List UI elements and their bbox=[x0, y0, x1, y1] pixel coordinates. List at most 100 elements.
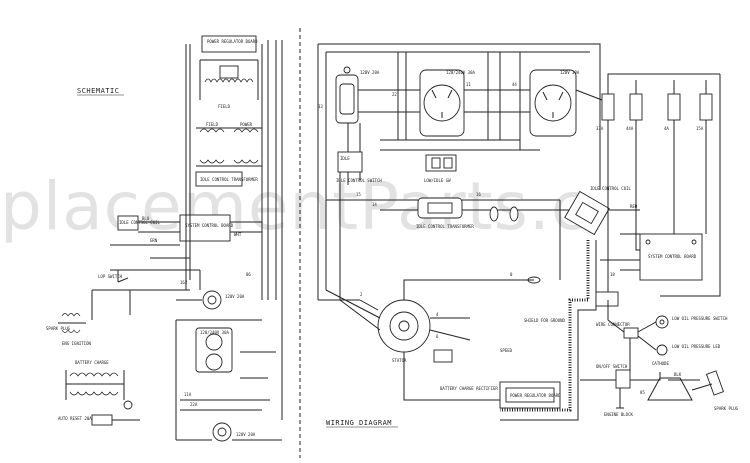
wiring-idle-control-coil: IDLE CONTROL COIL bbox=[564, 186, 632, 236]
svg-text:WIRE CONNECTOR: WIRE CONNECTOR bbox=[596, 322, 630, 327]
svg-text:120V 30A: 120V 30A bbox=[560, 70, 580, 75]
svg-text:0: 0 bbox=[510, 272, 513, 277]
schematic-engine-ignition: SPARK PLUG ENG IGNITION bbox=[46, 313, 91, 346]
svg-text:POWER: POWER bbox=[240, 122, 253, 127]
wiring-idle-transformer-tag bbox=[595, 291, 619, 307]
wiring-battery-charge-rectifier: BATTERY CHARGE RECTIFIER bbox=[433, 349, 498, 391]
wiring-outlet-120v-20a: 120V 20A bbox=[335, 66, 380, 124]
svg-text:POWER REGULATOR BOARD: POWER REGULATOR BOARD bbox=[207, 39, 258, 44]
svg-text:SPEED: SPEED bbox=[500, 348, 513, 353]
svg-text:4: 4 bbox=[436, 312, 439, 317]
svg-text:LOW OIL PRESSURE LED: LOW OIL PRESSURE LED bbox=[672, 344, 721, 349]
schematic-lop-switch: LOP SWITCH bbox=[98, 270, 129, 283]
svg-text:120V 20A: 120V 20A bbox=[236, 432, 256, 437]
svg-text:33A: 33A bbox=[596, 126, 604, 131]
wiring-diagram-section: WIRING DIAGRAM 120V 20A 120/240V 30A 120… bbox=[317, 43, 739, 428]
wire-number-labels: 33 22 11 44 33A 44A 4A 15A 15 14 16 RED … bbox=[142, 82, 704, 407]
schematic-power-windings: FIELD POWER bbox=[196, 122, 262, 167]
wiring-inline-connectors bbox=[489, 206, 541, 284]
wiring-system-control-board: SYSTEM CONTROL BOARD bbox=[639, 233, 703, 281]
wiring-idle-control-transformer: IDLE CONTROL TRANSFORMER bbox=[416, 197, 474, 229]
schematic-system-control-board bbox=[179, 214, 231, 242]
svg-text:4A: 4A bbox=[664, 126, 669, 131]
svg-text:AUTO RESET 20A: AUTO RESET 20A bbox=[58, 416, 92, 421]
wiring-stator: STATOR bbox=[377, 299, 431, 363]
svg-text:SHIELD FOR GROUND: SHIELD FOR GROUND bbox=[524, 318, 566, 323]
wiring-low-oil-pressure-led: LOW OIL PRESSURE LED CATHODE bbox=[652, 344, 721, 366]
svg-text:120V 20A: 120V 20A bbox=[225, 294, 245, 299]
svg-text:44A: 44A bbox=[626, 126, 634, 131]
svg-text:15: 15 bbox=[356, 192, 361, 197]
wiring-breakers bbox=[601, 73, 721, 190]
svg-text:16: 16 bbox=[476, 192, 481, 197]
schematic-outlet-120v-20a-2: 120V 20A bbox=[212, 422, 256, 442]
svg-text:WHT: WHT bbox=[234, 232, 242, 237]
svg-text:IDLE CONTROL SWITCH: IDLE CONTROL SWITCH bbox=[336, 178, 382, 183]
schematic-field-coil: FIELD bbox=[199, 59, 259, 109]
svg-text:IDLE CONTROL COIL: IDLE CONTROL COIL bbox=[590, 186, 632, 191]
wiring-spark-plug: SPARK PLUG bbox=[647, 370, 739, 411]
wiring-low-idle-switch: LOW/IDLE SW bbox=[424, 154, 457, 183]
svg-text:44: 44 bbox=[512, 82, 517, 87]
svg-text:11: 11 bbox=[466, 82, 471, 87]
schematic-battery-charge: BATTERY CHARGE bbox=[65, 360, 125, 400]
wiring-title: WIRING DIAGRAM bbox=[326, 419, 392, 427]
wiring-outlet-120v-30a: 120V 30A bbox=[529, 69, 580, 137]
wiring-power-regulator-board: POWER REGULATOR BOARD bbox=[499, 381, 561, 409]
svg-text:11A: 11A bbox=[184, 392, 192, 397]
schematic-outlet-120v-20a: 120V 20A bbox=[202, 290, 245, 310]
wiring-low-oil-pressure-switch: LOW OIL PRESSURE SWITCH bbox=[655, 315, 728, 329]
svg-text:FIELD: FIELD bbox=[206, 122, 219, 127]
svg-text:2: 2 bbox=[360, 292, 363, 297]
svg-text:ENGINE BLOCK: ENGINE BLOCK bbox=[604, 412, 633, 417]
wiring-idle-control-switch: IDLE IDLE CONTROL SWITCH bbox=[336, 151, 382, 183]
wiring-engine-block: ENGINE BLOCK bbox=[604, 388, 633, 417]
svg-text:BATTERY CHARGE: BATTERY CHARGE bbox=[75, 360, 109, 365]
svg-text:6: 6 bbox=[436, 334, 439, 339]
svg-text:85: 85 bbox=[640, 390, 645, 395]
svg-text:IDLE: IDLE bbox=[340, 156, 350, 161]
svg-text:BLK: BLK bbox=[674, 372, 682, 377]
svg-text:LOW OIL PRESSURE SWITCH: LOW OIL PRESSURE SWITCH bbox=[672, 316, 728, 321]
svg-text:POWER REGULATOR BOARD: POWER REGULATOR BOARD bbox=[510, 393, 561, 398]
svg-text:15A: 15A bbox=[696, 126, 704, 131]
svg-text:86: 86 bbox=[246, 272, 251, 277]
svg-text:IDLE CONTROL TRANSFORMER: IDLE CONTROL TRANSFORMER bbox=[416, 224, 474, 229]
schematic-idle-control-transformer bbox=[195, 171, 243, 187]
svg-text:SYSTEM CONTROL BOARD: SYSTEM CONTROL BOARD bbox=[648, 254, 697, 259]
svg-text:CATHODE: CATHODE bbox=[652, 361, 669, 366]
schematic-power-regulator-board bbox=[201, 35, 257, 53]
svg-text:LOW/IDLE SW: LOW/IDLE SW bbox=[424, 178, 451, 183]
svg-text:SPARK PLUG: SPARK PLUG bbox=[714, 406, 739, 411]
svg-text:STATOR: STATOR bbox=[392, 358, 407, 363]
schematic-title: SCHEMATIC bbox=[77, 87, 119, 95]
svg-text:IDLE CONTROL TRANSFORMER: IDLE CONTROL TRANSFORMER bbox=[200, 177, 258, 182]
svg-text:FIELD: FIELD bbox=[218, 104, 231, 109]
svg-text:120/240V 30A: 120/240V 30A bbox=[446, 70, 475, 75]
svg-text:162: 162 bbox=[180, 280, 188, 285]
svg-text:18: 18 bbox=[610, 272, 615, 277]
svg-text:33: 33 bbox=[318, 104, 323, 109]
svg-text:SPARK PLUG: SPARK PLUG bbox=[46, 326, 71, 331]
svg-text:22A: 22A bbox=[190, 402, 198, 407]
wiring-shielded-harness bbox=[500, 240, 590, 412]
svg-text:LOP SWITCH: LOP SWITCH bbox=[98, 274, 123, 279]
schematic-section: SCHEMATIC POWER REGULATOR BOARD FIELD FI… bbox=[46, 35, 283, 442]
svg-text:120/240V 30A: 120/240V 30A bbox=[200, 330, 229, 335]
svg-text:SYSTEM CONTROL BOARD: SYSTEM CONTROL BOARD bbox=[185, 223, 234, 228]
svg-text:22: 22 bbox=[392, 92, 397, 97]
schematic-outlet-120-240v-30a: 120/240V 30A bbox=[195, 327, 233, 373]
svg-text:14: 14 bbox=[372, 202, 377, 207]
schematic-idle-control-coil bbox=[117, 215, 139, 231]
svg-text:RED: RED bbox=[630, 204, 638, 209]
wiring-wire-connector: WIRE CONNECTOR bbox=[596, 322, 639, 339]
svg-text:BATTERY CHARGE RECTIFIER: BATTERY CHARGE RECTIFIER bbox=[440, 386, 498, 391]
svg-text:ENG IGNITION: ENG IGNITION bbox=[62, 341, 91, 346]
wiring-on-off-switch: ON/OFF SWITCH bbox=[596, 364, 631, 389]
svg-text:ON/OFF SWITCH: ON/OFF SWITCH bbox=[596, 364, 628, 369]
svg-text:GRN: GRN bbox=[150, 238, 158, 243]
svg-text:120V 20A: 120V 20A bbox=[360, 70, 380, 75]
schematic-auto-reset: AUTO RESET 20A bbox=[58, 400, 140, 426]
wiring-outlet-120-240v-30a: 120/240V 30A bbox=[419, 69, 475, 137]
